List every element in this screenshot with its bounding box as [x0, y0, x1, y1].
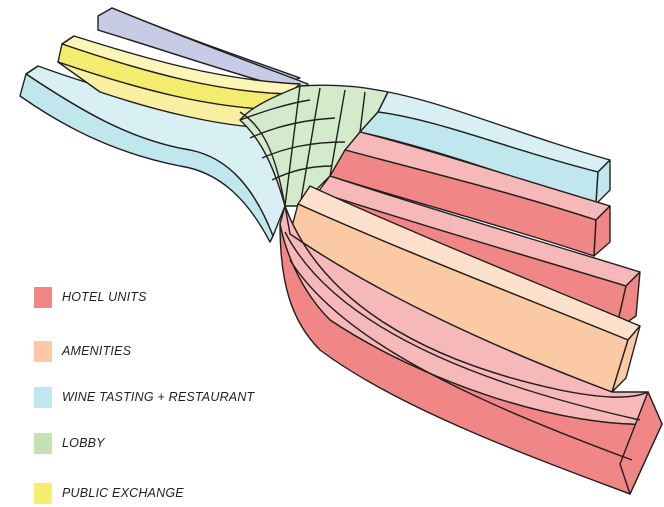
amenities-end: [611, 325, 641, 393]
lobby-verticals: [284, 85, 366, 207]
legend-label-amenities: AMENITIES: [62, 344, 132, 358]
wine-tasting-left-side: [19, 73, 274, 243]
legend-swatch-public-exchange: [34, 482, 52, 504]
legend-item-hotel-units: HOTEL UNITS: [34, 286, 147, 308]
hotel-band-2-end: [615, 271, 641, 331]
lobby-lines: [239, 99, 346, 181]
hotel-band-3-upper-fill: [284, 205, 649, 398]
wine-tasting-right-end: [595, 159, 611, 205]
hotel-band-3-end: [619, 391, 663, 495]
legend-item-public-exchange: PUBLIC EXCHANGE: [34, 482, 184, 504]
hotel-band-1-end: [593, 205, 611, 257]
legend-label-public-exchange: PUBLIC EXCHANGE: [62, 486, 184, 500]
legend-swatch-lobby: [34, 432, 52, 454]
legend-label-hotel-units: HOTEL UNITS: [62, 290, 147, 304]
legend-item-lobby: LOBBY: [34, 432, 105, 454]
legend-label-lobby: LOBBY: [62, 436, 105, 450]
lobby-core: [239, 84, 389, 207]
legend: HOTEL UNITS AMENITIES WINE TASTING + RES…: [34, 0, 334, 507]
seam-lines: [25, 35, 286, 207]
legend-item-amenities: AMENITIES: [34, 340, 131, 362]
legend-item-wine-tasting: WINE TASTING + RESTAURANT: [34, 386, 254, 408]
legend-swatch-amenities: [34, 340, 52, 362]
legend-label-wine-tasting: WINE TASTING + RESTAURANT: [62, 390, 255, 404]
legend-swatch-hotel-units: [34, 286, 52, 308]
legend-swatch-wine-tasting: [34, 386, 52, 408]
hotel-band-3-lines: [284, 231, 641, 461]
